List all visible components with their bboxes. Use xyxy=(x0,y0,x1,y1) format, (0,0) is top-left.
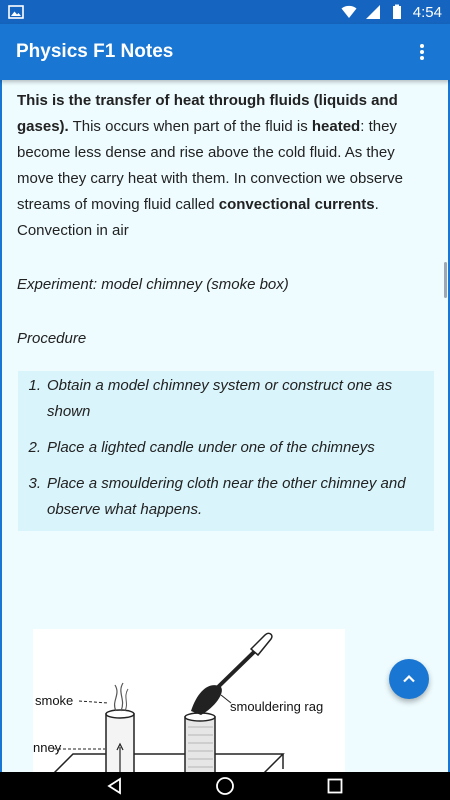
scroll-to-top-button[interactable] xyxy=(389,659,429,699)
overflow-menu-button[interactable] xyxy=(410,40,434,64)
more-vert-icon xyxy=(420,44,424,60)
recents-square-icon xyxy=(327,778,343,794)
experiment-heading: Experiment: model chimney (smoke box) xyxy=(17,276,289,293)
notes-content[interactable]: This is the transfer of heat through flu… xyxy=(0,80,450,772)
system-nav-bar xyxy=(0,772,450,800)
list-item: 2.Place a lighted candle under one of th… xyxy=(28,439,375,456)
procedure-steps: 1.Obtain a model chimney system or const… xyxy=(18,371,434,531)
label-smoke: smoke xyxy=(35,693,73,708)
label-smouldering-rag: smouldering rag xyxy=(230,699,323,714)
recents-button[interactable] xyxy=(323,774,347,798)
intro-bold: This is the transfer of heat through flu… xyxy=(17,92,398,135)
battery-icon xyxy=(389,4,405,20)
intro-currents: convectional currents xyxy=(218,196,375,213)
back-triangle-icon xyxy=(107,777,121,795)
signal-icon xyxy=(365,4,381,20)
list-item: 1.Obtain a model chimney system or const… xyxy=(28,377,393,420)
procedure-heading: Procedure xyxy=(17,330,87,347)
intro-text-1: This occurs when part of the fluid is xyxy=(68,118,312,135)
app-title: Physics F1 Notes xyxy=(16,41,174,62)
chevron-up-icon xyxy=(403,674,415,683)
image-notification-icon xyxy=(8,4,24,20)
intro-paragraph: This is the transfer of heat through flu… xyxy=(17,88,434,244)
status-bar: 4:54 xyxy=(0,0,450,24)
status-time: 4:54 xyxy=(412,3,442,21)
label-chimney: nney xyxy=(33,740,62,755)
intro-text-2: : they become less dense and rise above … xyxy=(17,118,404,213)
scrollbar[interactable] xyxy=(444,262,447,298)
intro-text-3: . xyxy=(374,196,379,213)
home-circle-icon xyxy=(216,777,234,795)
wifi-icon xyxy=(341,4,357,20)
home-button[interactable] xyxy=(213,774,237,798)
convection-air-heading: Convection in air xyxy=(17,222,129,239)
back-button[interactable] xyxy=(103,774,127,798)
chimney-diagram: smoke smouldering rag nney xyxy=(33,629,345,772)
app-bar: Physics F1 Notes xyxy=(0,24,450,80)
intro-heated: heated xyxy=(311,118,361,135)
list-item: 3.Place a smouldering cloth near the oth… xyxy=(28,475,406,518)
